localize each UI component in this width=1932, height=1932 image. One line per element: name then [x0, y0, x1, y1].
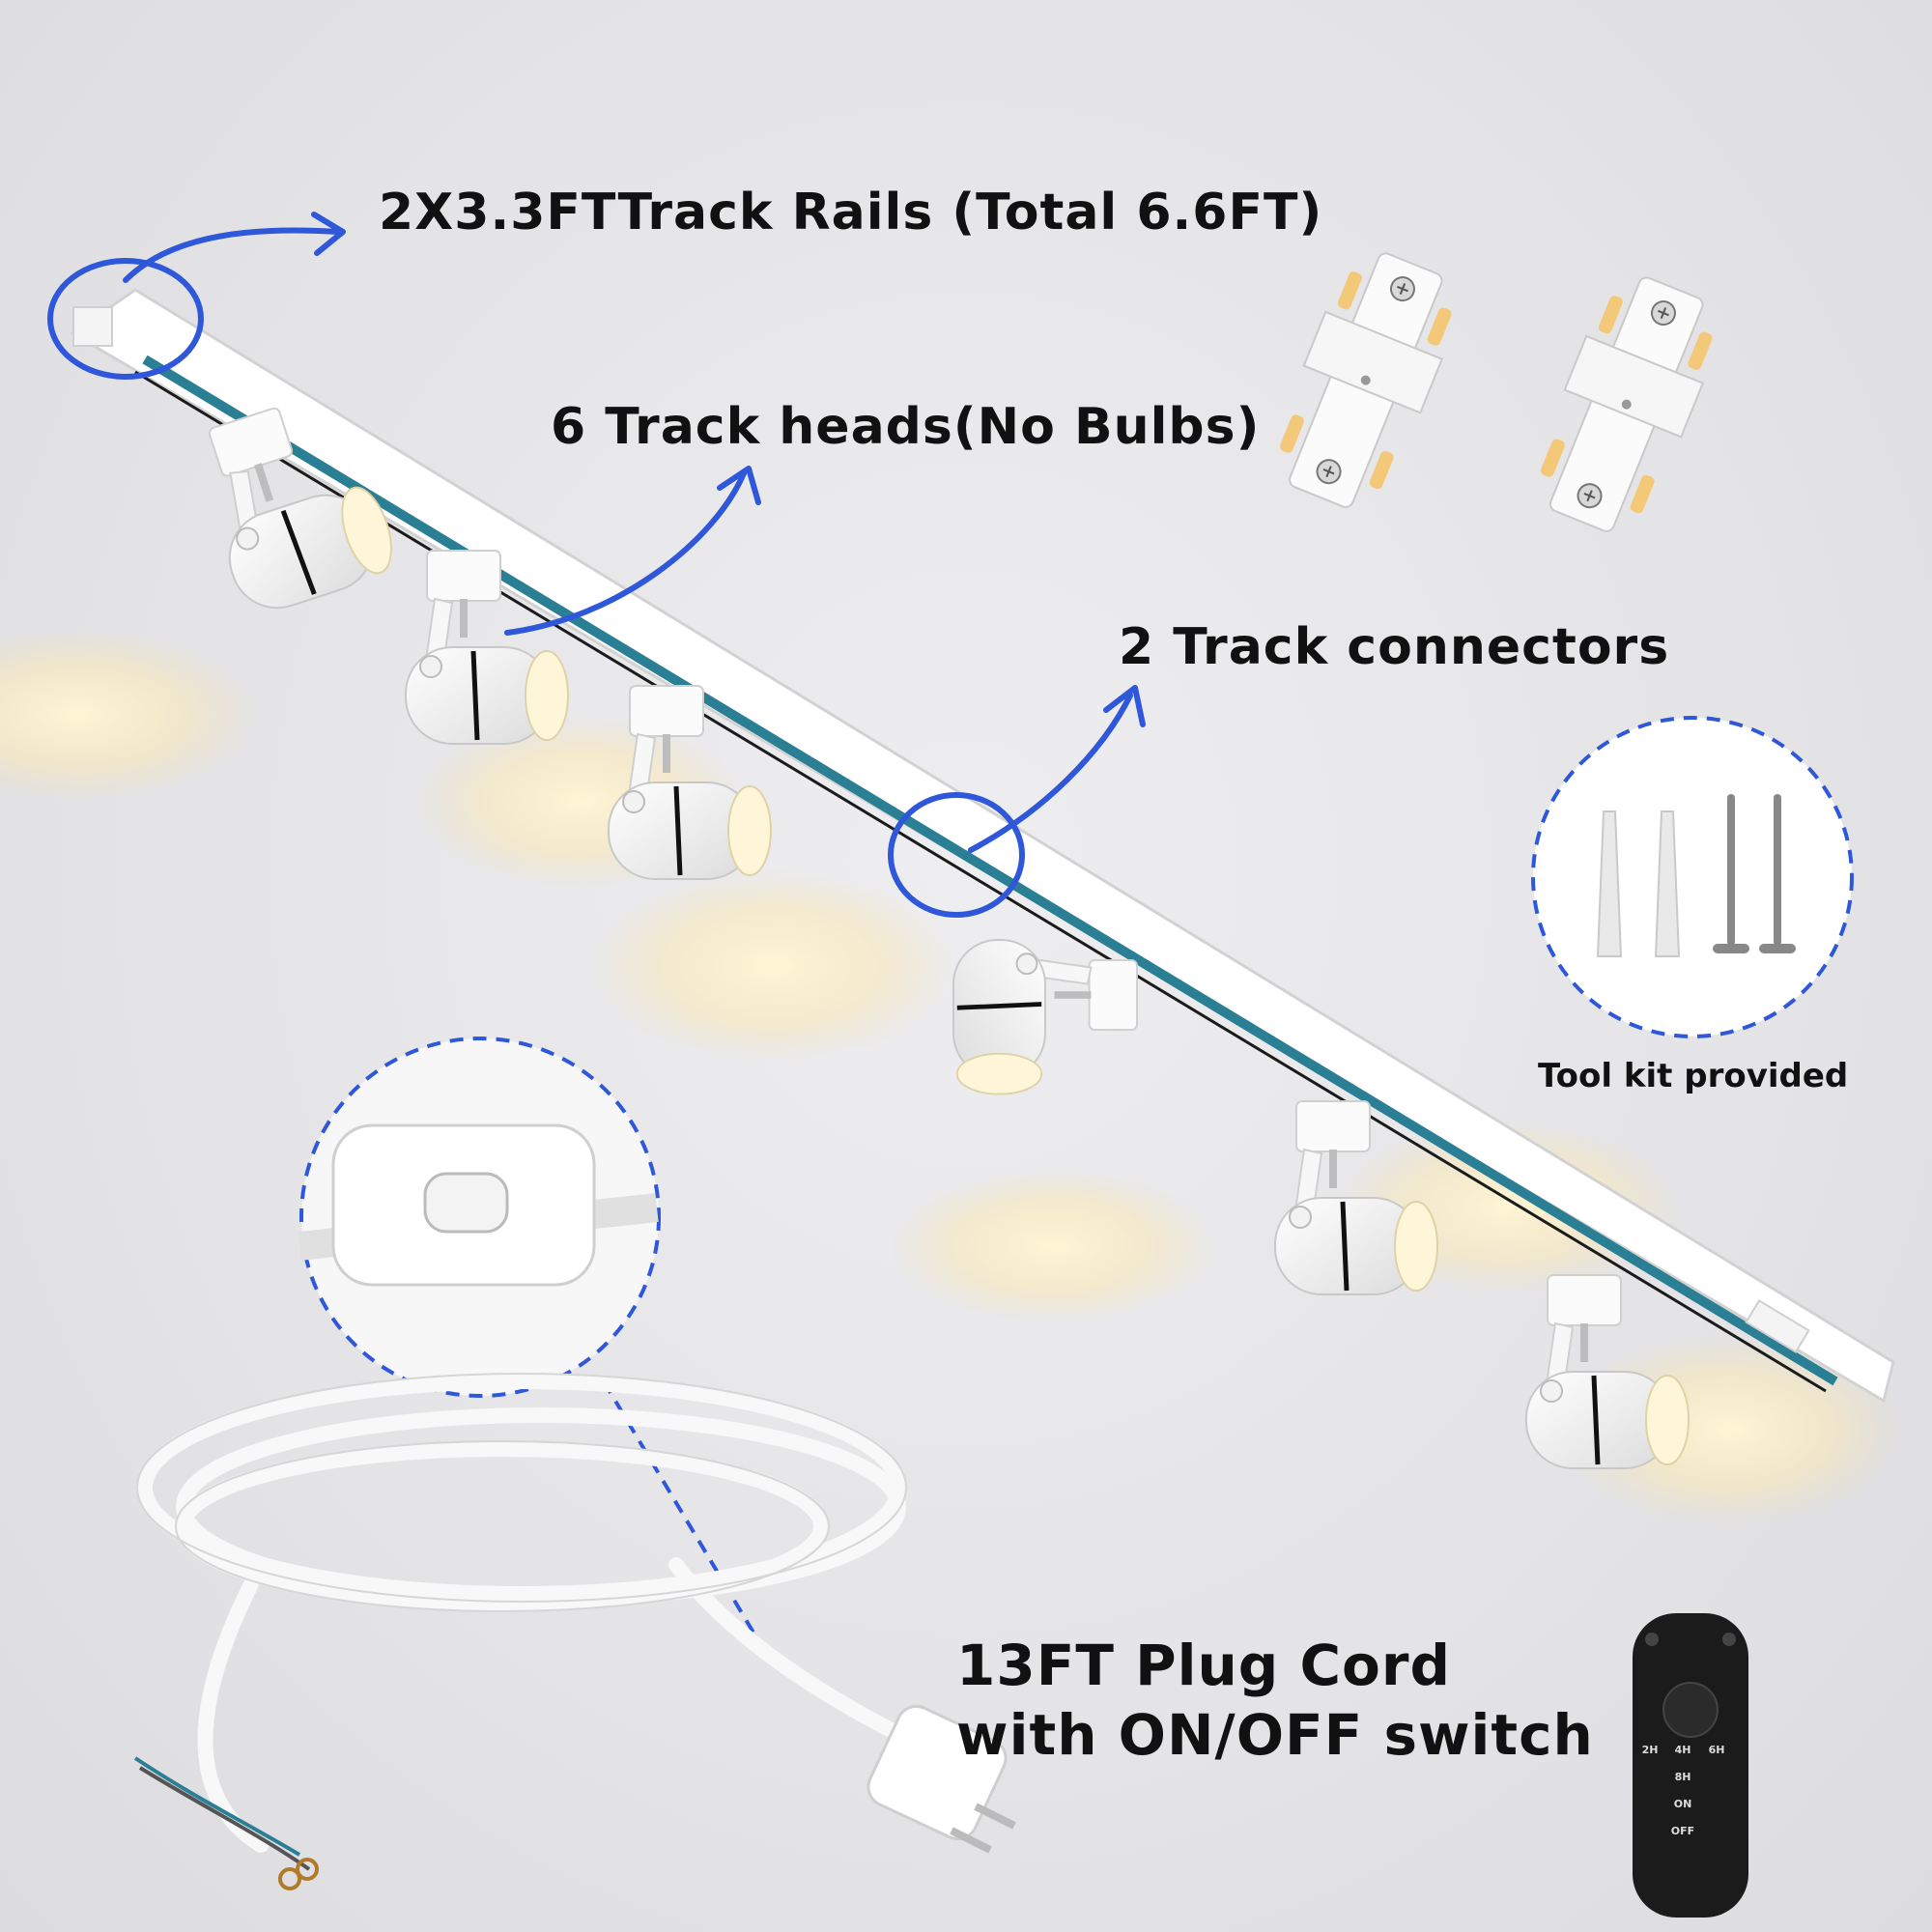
remote-button-off: OFF — [1671, 1825, 1694, 1837]
switch-icon — [331, 1123, 596, 1287]
arrow-icon — [504, 470, 747, 636]
remote-button-8h: 8H — [1675, 1771, 1691, 1783]
label-plug-cord-switch: with ON/OFF switch — [956, 1702, 1594, 1768]
screw-icon — [1713, 794, 1796, 953]
remote-icon — [1633, 1613, 1748, 1918]
light-glows — [0, 628, 1903, 1526]
plug-icon — [867, 1704, 1016, 1854]
label-track-connectors: 2 Track connectors — [1119, 618, 1670, 676]
wall-anchor-icon — [1596, 810, 1681, 957]
remote-button-on: ON — [1674, 1798, 1692, 1810]
remote-button-6h: 6H — [1709, 1744, 1725, 1756]
bare-wires — [133, 1756, 319, 1890]
switch-inset — [298, 1037, 755, 1634]
annotations — [47, 212, 1146, 918]
arrow-icon — [968, 693, 1133, 853]
label-tool-kit: Tool kit provided — [1538, 1057, 1849, 1095]
arrow-icon — [123, 227, 341, 283]
remote-button-2h: 2H — [1642, 1744, 1659, 1756]
plug-cord-outline — [136, 1373, 907, 1612]
label-track-heads: 6 Track heads(No Bulbs) — [551, 398, 1261, 456]
circle-highlight-icon — [888, 792, 1025, 918]
label-plug-cord: 13FT Plug Cord — [956, 1633, 1452, 1698]
label-track-rails: 2X3.3FTTrack Rails (Total 6.6FT) — [379, 184, 1323, 242]
remote-button-4h: 4H — [1675, 1744, 1691, 1756]
circle-highlight-icon — [47, 258, 204, 380]
tool-kit — [1531, 716, 1854, 1038]
